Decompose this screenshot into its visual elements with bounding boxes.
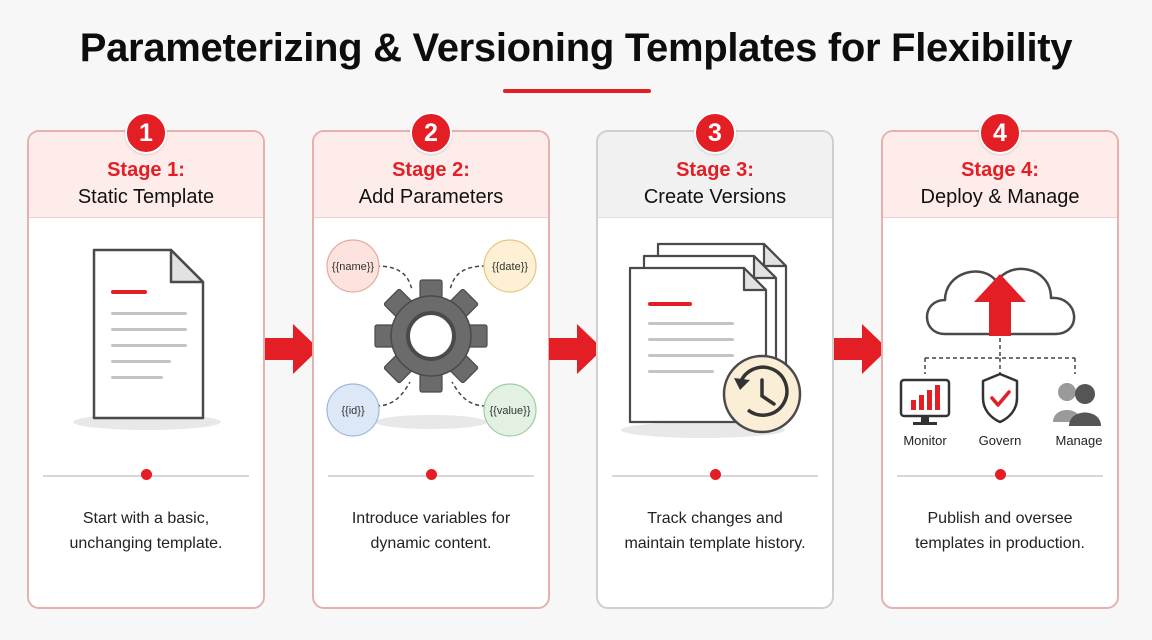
stage-name-3: Create Versions: [643, 186, 787, 208]
param-bubble-id: {{id}}: [326, 383, 380, 437]
clock-history-icon: [722, 354, 802, 434]
shield-check-icon: [981, 372, 1019, 424]
arrow-right-icon: [834, 324, 888, 374]
stage-badge-2: 2: [410, 112, 452, 154]
svg-text:{{name}}: {{name}}: [332, 261, 375, 273]
svg-text:{{id}}: {{id}}: [341, 405, 365, 417]
gear-icon: [374, 279, 488, 393]
parameters-illustration: {{name}} {{date}} {{id}} {{value}}: [326, 239, 537, 437]
arrow-right-icon: [549, 324, 603, 374]
action-label-govern: Govern: [979, 433, 1022, 448]
svg-text:{{date}}: {{date}}: [492, 261, 528, 273]
cloud-upload-icon: [925, 267, 1076, 336]
stage-badge-4: 4: [979, 112, 1021, 154]
stage-dot-2: [426, 469, 437, 480]
param-bubble-name: {{name}}: [326, 239, 380, 293]
stage-description-1: Start with a basic, unchanging template.: [69, 510, 223, 552]
stage-description-4: Publish and oversee templates in product…: [915, 510, 1085, 552]
stage-name-4: Deploy & Manage: [920, 186, 1080, 208]
param-bubble-date: {{date}}: [483, 239, 537, 293]
param-bubble-value: {{value}}: [483, 383, 537, 437]
stage-description-3: Track changes and maintain template hist…: [624, 510, 806, 552]
stage-dot-3: [710, 469, 721, 480]
page-title: Parameterizing & Versioning Templates fo…: [79, 26, 1073, 70]
stage-dot-1: [141, 469, 152, 480]
stage-badge-1: 1: [125, 112, 167, 154]
title-underline: [503, 89, 651, 93]
stage-label-3: Stage 3:: [676, 159, 754, 181]
stage-label-4: Stage 4:: [961, 159, 1039, 181]
users-icon: [1053, 383, 1101, 426]
monitor-icon: [899, 378, 951, 425]
stage-dot-4: [995, 469, 1006, 480]
versions-illustration: [621, 242, 802, 438]
stage-badge-3: 3: [694, 112, 736, 154]
stage-card-2: 2 Stage 2: Add Parameters {{name}}: [312, 112, 550, 609]
stage-name-2: Add Parameters: [358, 186, 504, 208]
stage-label-2: Stage 2:: [392, 159, 470, 181]
stage-description-2: Introduce variables for dynamic content.: [351, 510, 511, 552]
stage-name-1: Static Template: [77, 186, 215, 208]
deploy-illustration: Monitor Govern Manage: [899, 267, 1103, 448]
document-icon: [73, 248, 221, 430]
stage-card-4: 4 Stage 4: Deploy & Manage Monitor: [881, 112, 1119, 609]
stage-label-1: Stage 1:: [107, 159, 185, 181]
stage-card-1: 1 Stage 1: Static Template Start with a …: [27, 112, 265, 609]
arrow-right-icon: [265, 324, 319, 374]
action-label-monitor: Monitor: [903, 433, 947, 448]
action-label-manage: Manage: [1056, 433, 1103, 448]
stage-card-3: 3 Stage 3: Create Versions Track changes…: [596, 112, 834, 609]
svg-text:{{value}}: {{value}}: [490, 405, 531, 417]
